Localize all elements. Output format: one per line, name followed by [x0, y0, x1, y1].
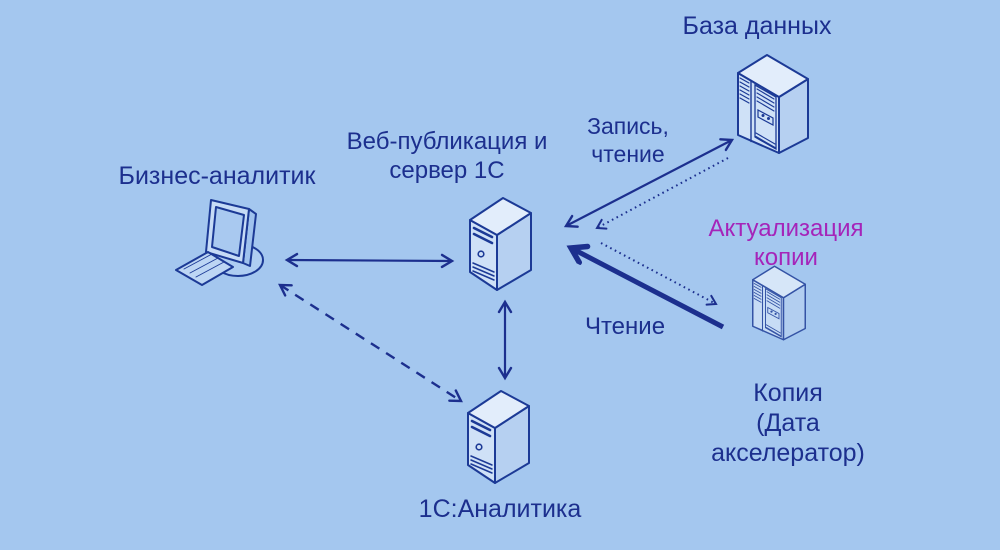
arrow-analyst-webserver: [284, 252, 455, 269]
arrow-webserver-database: [563, 138, 735, 228]
desktop-computer-icon: [175, 199, 264, 286]
web-server-icon: [468, 196, 533, 292]
arrow-copy-webserver-thick: [571, 248, 725, 330]
analytics-server-icon: [466, 389, 531, 485]
copy-update-edge-label: Актуализация копии: [708, 215, 864, 271]
arrow-analyst-analytics-dashed: [278, 283, 463, 403]
web-server-label: Веб-публикация и сервер 1С: [346, 128, 548, 184]
arrow-database-webserver-dotted: [595, 157, 729, 230]
arrow-webserver-copy-dotted: [600, 242, 718, 306]
database-label: База данных: [682, 12, 832, 40]
analytics-label: 1С:Аналитика: [418, 495, 582, 523]
read-edge-label: Чтение: [584, 313, 666, 340]
database-server-icon: [737, 54, 809, 154]
copy-node-label: Копия (Дата акселератор): [711, 379, 865, 467]
business-analyst-label: Бизнес-аналитик: [118, 162, 316, 190]
copy-server-icon: [752, 265, 806, 341]
write-read-edge-label: Запись, чтение: [587, 113, 669, 167]
